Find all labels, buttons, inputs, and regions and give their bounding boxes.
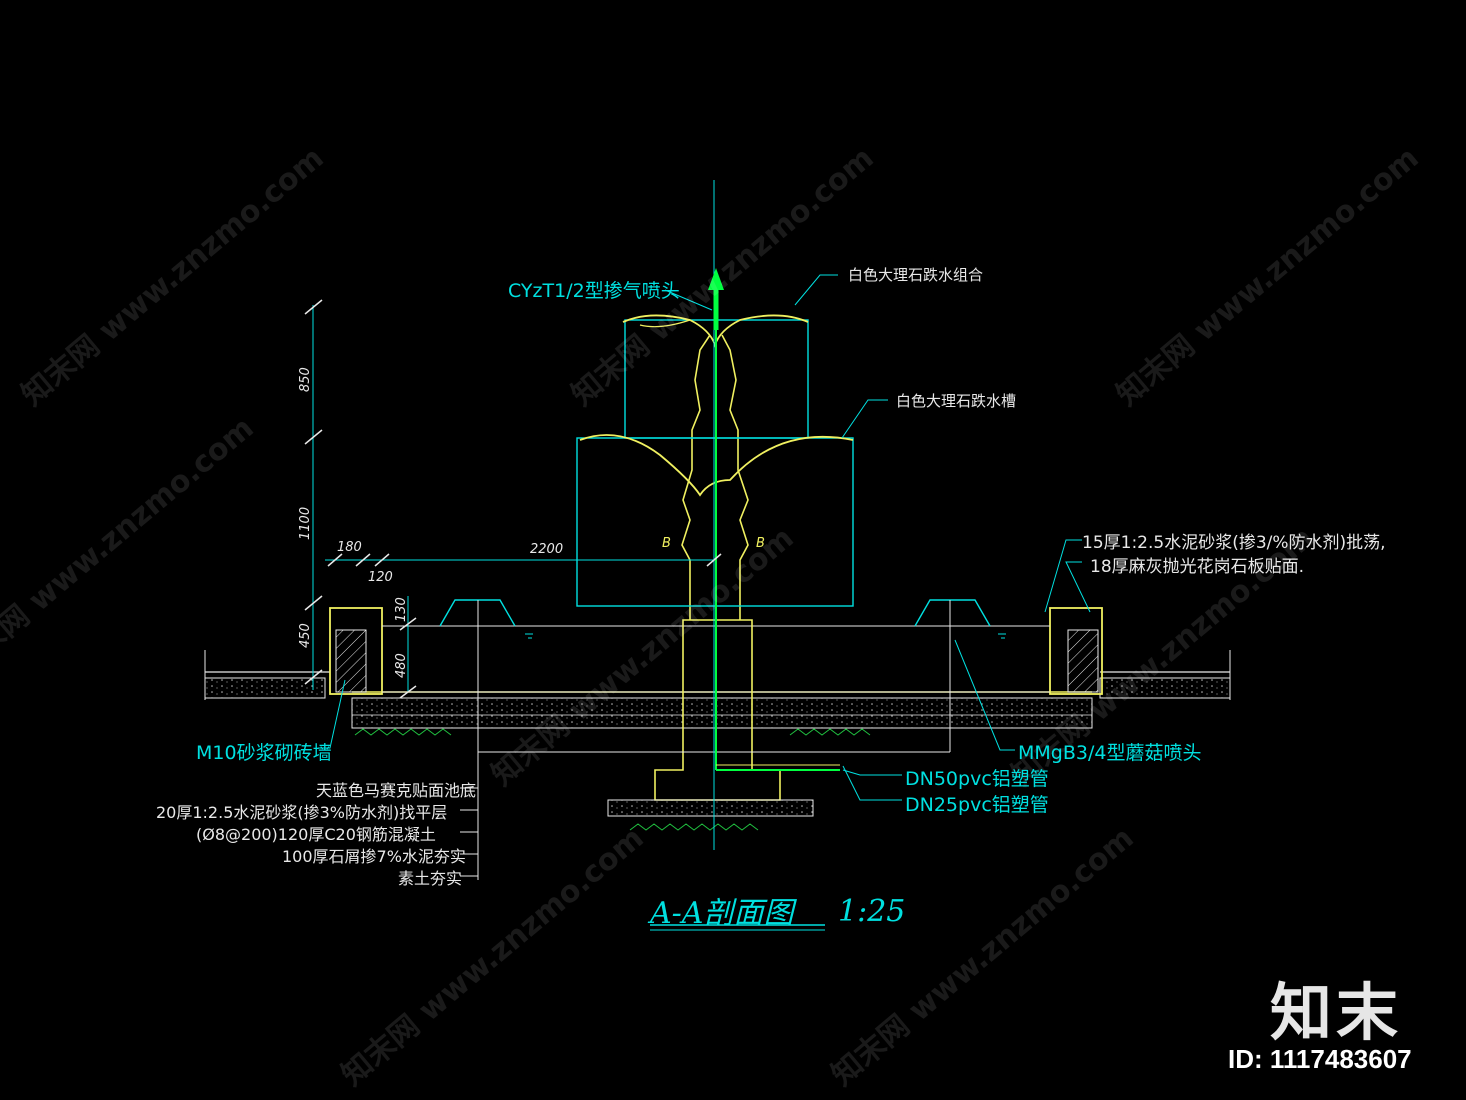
label-marble-combo: 白色大理石跌水组合	[848, 266, 984, 284]
label-plaster-note-2: 18厚麻灰抛光花岗石板贴面.	[1090, 557, 1305, 577]
title-underline	[650, 924, 825, 931]
dimension-130: 130	[394, 597, 409, 622]
dimension-850: 850	[298, 367, 313, 392]
label-layer: (Ø8@200)120厚C20钢筋混凝土	[196, 825, 436, 844]
mushroom-nozzles	[439, 599, 1006, 753]
dimension-480: 480	[394, 653, 409, 678]
label-wall: M10砂浆砌砖墙	[196, 742, 332, 764]
section-mark-left: B	[662, 536, 671, 551]
label-nozzle-top: CYzT1/2型掺气喷头	[508, 280, 680, 302]
dimension-1100: 1100	[298, 506, 313, 540]
label-marble-trough: 白色大理石跌水槽	[896, 392, 1017, 410]
label-pipe-dn50: DN50pvc铝塑管	[905, 768, 1049, 790]
dimension-180: 180	[337, 540, 362, 555]
label-layer: 20厚1:2.5水泥砂浆(掺3%防水剂)找平层	[156, 803, 448, 822]
central-column	[607, 334, 814, 817]
label-plaster-note-1: 15厚1:2.5水泥砂浆(掺3/%防水剂)批荡,	[1082, 533, 1386, 553]
section-mark-right: B	[756, 536, 765, 551]
dimension-2200: 2200	[530, 542, 564, 557]
drawing-scale: 1:25	[838, 894, 906, 929]
drawing-title: A-A剖面图	[650, 896, 794, 931]
pipes	[708, 180, 840, 850]
leader-lines	[318, 274, 1091, 880]
ground-layers	[204, 650, 1231, 831]
pool-walls	[329, 607, 1103, 695]
label-mushroom-nozzle: MMgB3/4型蘑菇喷头	[1018, 742, 1202, 764]
brand-logo: 知末	[1270, 976, 1403, 1049]
asset-id: ID: 1117483607	[1228, 1044, 1412, 1074]
dimension-120: 120	[368, 570, 393, 585]
label-layer: 100厚石屑掺7%水泥夯实	[282, 847, 466, 866]
dimension-450: 450	[298, 623, 313, 648]
label-layer: 天蓝色马赛克贴面池底	[316, 781, 477, 800]
label-pipe-dn25: DN25pvc铝塑管	[905, 794, 1049, 816]
label-layer: 素土夯实	[398, 869, 463, 888]
dimension-lines	[304, 299, 722, 699]
